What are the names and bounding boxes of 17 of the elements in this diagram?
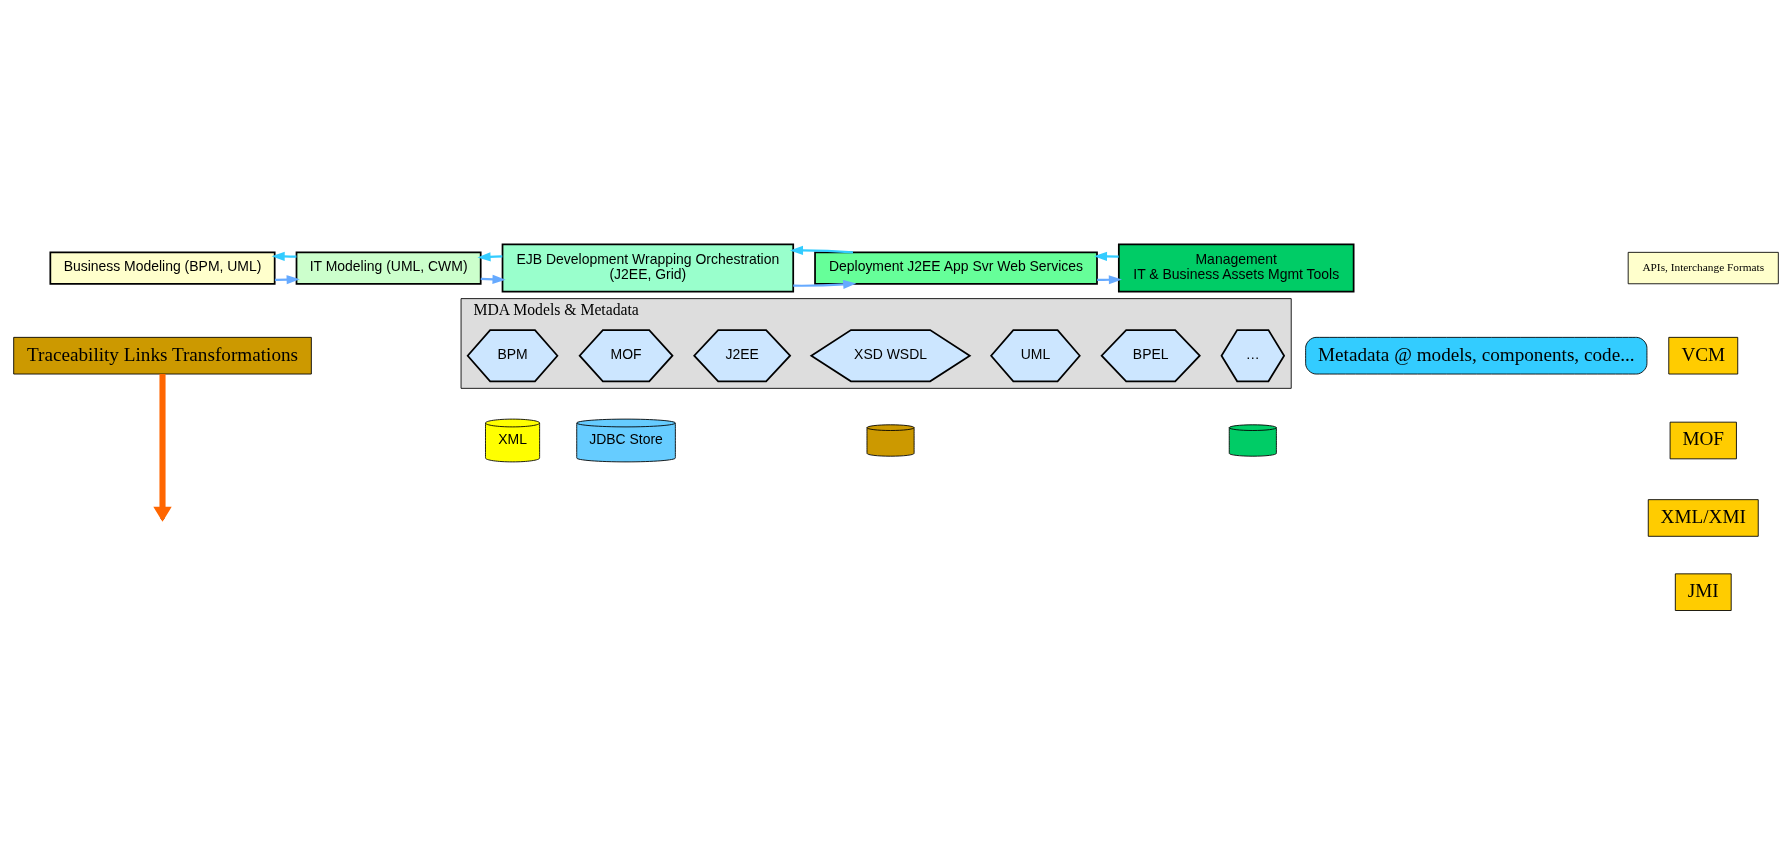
node-box: MOF	[1669, 421, 1737, 459]
node-box: VCM	[1668, 336, 1739, 374]
node-box: Deployment J2EE App Svr Web Services	[814, 250, 1098, 285]
node-box: Business Modeling (BPM, UML)	[49, 250, 276, 285]
node-box: Management IT & Business Assets Mgmt Tools	[1117, 243, 1355, 292]
arrow	[789, 245, 854, 255]
node-box: APIs, Interchange Formats	[1627, 251, 1779, 284]
arrow	[477, 251, 503, 261]
arrow	[1093, 251, 1119, 261]
arrow	[271, 251, 297, 261]
arrow	[793, 279, 857, 289]
node-box: XML/XMI	[1647, 498, 1759, 537]
node-box: JMI	[1674, 572, 1732, 611]
node-box: Traceability Links Transformations	[13, 336, 312, 374]
node-box: EJB Development Wrapping Orchestration (J2EE, Grid)	[501, 243, 795, 292]
node-box: IT Modeling (UML, CWM)	[295, 250, 482, 285]
node-box: Metadata @ models, components, code...	[1305, 336, 1648, 374]
